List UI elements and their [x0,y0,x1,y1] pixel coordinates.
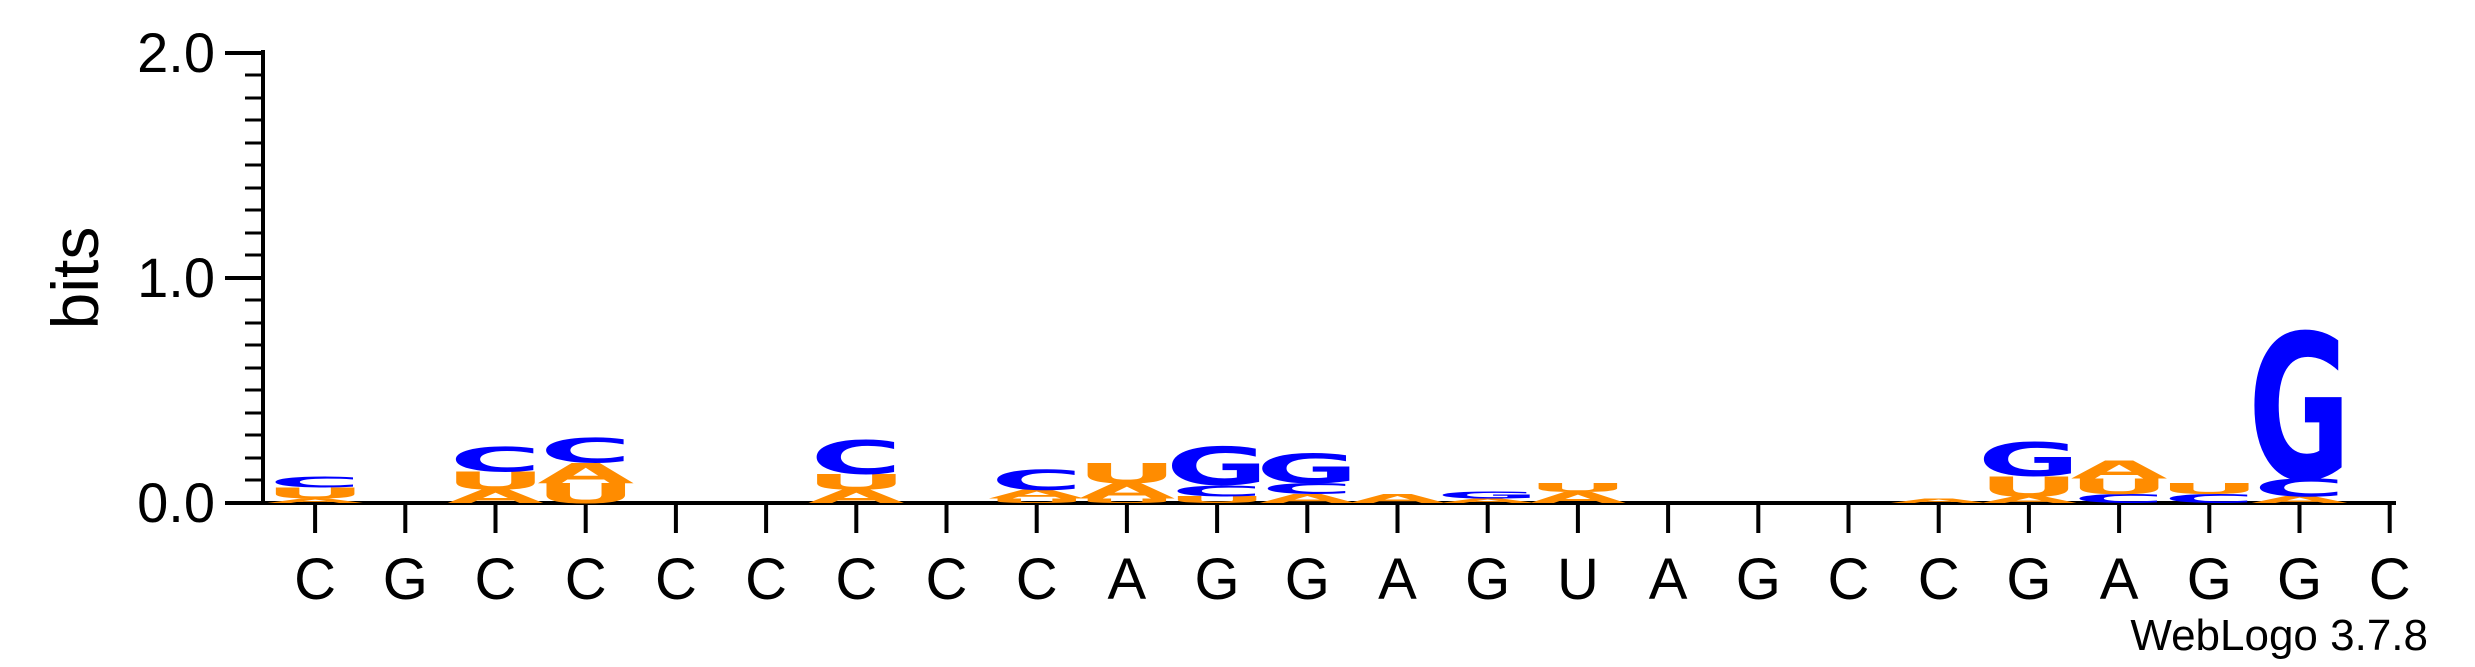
x-tick-label: G [1195,547,1240,612]
x-tick-label: G [2277,547,2322,612]
y-axis-label: bits [38,227,112,330]
logo-letter-A: A [537,457,634,489]
logo-letter-U: U [445,467,547,496]
logo-letter-G: G [1166,436,1269,497]
logo-letter-A: A [1890,497,1987,504]
logo-letter-U: U [806,470,907,495]
y-tick-label-2: 2.0 [137,21,215,84]
logo-letter-A: A [1259,492,1356,506]
logo-letter-U: U [264,484,365,502]
x-tick-label: G [1285,547,1330,612]
logo-letter-A: A [1349,492,1446,506]
logo-letter-U: U [1076,497,1178,504]
logo-letter-U: U [986,497,1088,504]
logo-letter-A: A [447,486,544,508]
x-tick-label: C [1918,547,1960,612]
logo-letter-G: G [1256,446,1359,493]
x-tick-label: C [2369,547,2411,612]
logo-letter-A: A [267,497,364,504]
x-tick-label: C [745,547,787,612]
x-tick-label: A [1108,547,1147,612]
logo-letter-A: A [1079,479,1176,504]
logo-letter-C: C [2254,474,2346,503]
logo-letter-A: A [1981,494,2078,505]
logo-letter-C: C [1261,480,1353,498]
x-tick-label: A [1378,547,1417,612]
x-tick-label: A [1649,547,1688,612]
logo-letter-C: C [269,473,361,491]
x-ticks [313,503,2392,533]
logo-letter-U: U [2159,480,2260,498]
x-tick-label: U [1557,547,1599,612]
logo-letter-U: U [1076,457,1177,489]
logo-letter-G: G [2248,293,2351,526]
logo-letter-A: A [1530,489,1627,507]
weblogo-version: WebLogo 3.7.8 [2130,611,2428,660]
logo-letter-C: C [450,440,542,480]
logo-letter-C: C [2163,492,2255,506]
logo-letter-A: A [2071,456,2168,485]
x-tick-label: C [1828,547,1870,612]
y-tick-label-0: 0.0 [137,471,215,534]
x-tick-label: C [475,547,517,612]
x-tick-label: G [383,547,428,612]
logo-letter-U: U [1978,471,2079,503]
x-tick-label: G [2187,547,2232,612]
logo-letter-A: A [988,487,1085,501]
x-tick-label: C [835,547,877,612]
x-tick-label: C [1016,547,1058,612]
x-tick-label: C [926,547,968,612]
x-tick-label: C [565,547,607,612]
logo-letter-C: C [1171,482,1263,500]
x-tick-label: G [1736,547,1781,612]
logo-letter-U: U [1166,494,1268,505]
logo-letter-U: U [2068,474,2169,499]
logo-letter-U: U [1527,480,1628,494]
logo-letter-G: G [1436,490,1539,501]
letter-stacks: AUCAUCUACAUCUACUAUUCGACGAAGAUAAUGCUACUAC… [264,293,2350,526]
logo-letter-C: C [540,431,632,471]
logo-letter-G: G [1978,434,2081,487]
logo-letter-C: C [810,432,902,485]
logo-letter-A: A [2251,494,2348,505]
x-tick-label: A [2100,547,2139,612]
x-tick-label: G [2006,547,2051,612]
y-tick-label-1: 1.0 [137,246,215,309]
x-tick-label: C [655,547,697,612]
x-tick-label: G [1465,547,1510,612]
logo-letter-A: A [808,486,905,508]
logo-letter-A: A [1439,497,1536,504]
logo-letter-C: C [2073,492,2165,506]
x-tick-label: C [294,547,336,612]
logo-letter-U: U [535,478,636,510]
logo-letter-C: C [991,464,1083,496]
